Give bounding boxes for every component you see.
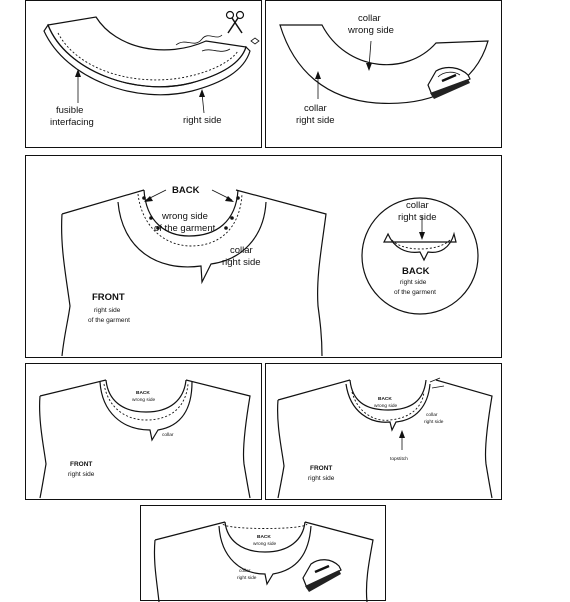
label-back: BACK (257, 534, 271, 540)
panel-interfacing: fusible interfacing right side (25, 0, 262, 148)
interfacing-illustration: fusible interfacing right side (43, 10, 260, 128)
garment-body (61, 189, 327, 357)
label-front: FRONT (310, 465, 332, 472)
iron-icon (427, 66, 471, 99)
collar-press-illustration: collar wrong side collar right side (279, 13, 489, 126)
label-back-wrong-side: wrong side (253, 541, 277, 547)
interfacing-crescent (47, 16, 247, 88)
label-back: BACK (172, 185, 200, 196)
label-fusible: fusible (56, 105, 83, 116)
label-front-of-garment: of the garment (88, 317, 130, 324)
label-collar: collar (239, 568, 251, 574)
inset-label-right-side: right side (398, 212, 437, 223)
collar-attached-illustration: BACK wrong side collar FRONT right side (39, 379, 251, 499)
iron-icon (302, 559, 342, 592)
label-front-right-side: right side (308, 475, 335, 482)
inset-detail: collar right side BACK right side of the… (361, 197, 479, 315)
label-topstitch: topstitch (390, 456, 408, 462)
panel-topstitch: BACK wrong side collar right side topsti… (265, 363, 502, 500)
label-back-wrong-side: wrong side (374, 403, 398, 409)
label-wrong-side: wrong side (347, 25, 394, 36)
label-collar-1: collar (358, 13, 381, 24)
attach-collar-illustration: BACK wrong side of the garment collar ri… (61, 185, 479, 357)
label-collar: collar (230, 245, 253, 256)
panel-attach-collar: BACK wrong side of the garment collar ri… (25, 155, 502, 358)
collar-outline (117, 201, 267, 285)
label-collar-2: collar (304, 103, 327, 114)
label-of-garment: of the garment (154, 223, 216, 234)
topstitch-illustration: BACK wrong side collar right side topsti… (277, 377, 493, 499)
label-collar-right-side: right side (424, 419, 444, 425)
label-interfacing: interfacing (50, 117, 94, 128)
scissors-icon (225, 10, 245, 34)
inset-label-back-right-side: right side (400, 279, 427, 286)
label-collar: collar (426, 412, 438, 418)
label-back: BACK (378, 396, 392, 402)
panel-press-collar: collar wrong side collar right side (265, 0, 502, 148)
label-front-right-side: right side (94, 307, 121, 314)
label-front-right-side: right side (68, 471, 95, 478)
label-collar-right-side: right side (222, 257, 261, 268)
inset-label-back: BACK (402, 266, 430, 277)
press-finished-illustration: BACK wrong side collar right side (153, 521, 374, 602)
collar-crescent (279, 24, 489, 105)
label-collar: collar (162, 432, 174, 438)
inset-label-collar: collar (406, 200, 429, 211)
label-wrong-side: wrong side (161, 211, 208, 222)
label-front: FRONT (92, 292, 125, 303)
label-back-wrong-side: wrong side (132, 397, 156, 403)
panel-press-finished: BACK wrong side collar right side (140, 505, 386, 602)
label-collar-right-side: right side (296, 115, 335, 126)
label-front: FRONT (70, 461, 92, 468)
label-back: BACK (136, 390, 150, 396)
label-right-side: right side (183, 115, 222, 126)
label-collar-right-side: right side (237, 575, 257, 581)
inset-label-of-garment: of the garment (394, 289, 436, 296)
panel-collar-attached: BACK wrong side collar FRONT right side (25, 363, 262, 500)
